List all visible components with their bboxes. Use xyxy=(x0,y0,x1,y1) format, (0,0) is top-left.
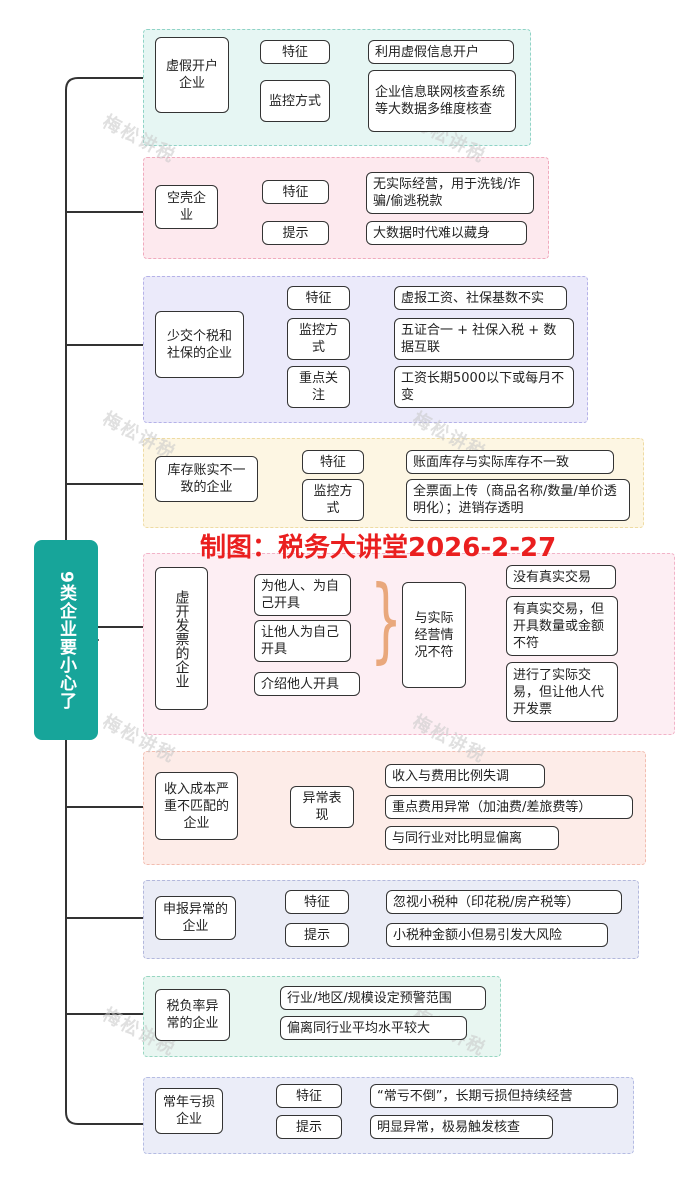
abnormal-item: 重点费用异常（加油费/差旅费等） xyxy=(385,795,633,819)
label-monitor: 监控方式 xyxy=(302,479,364,521)
branch-title-underpaid-tax: 少交个税和社保的企业 xyxy=(155,311,244,378)
label-feature: 特征 xyxy=(302,450,364,474)
value-feature: 忽视小税种（印花税/房产税等） xyxy=(386,890,622,914)
invoice-type: 让他人为自己开具 xyxy=(254,620,351,662)
label-hint: 提示 xyxy=(276,1115,342,1139)
label-feature: 特征 xyxy=(285,890,349,914)
tax-burden-item: 行业/地区/规模设定预警范围 xyxy=(280,986,486,1010)
branch-title-shell-company: 空壳企业 xyxy=(155,185,218,229)
value-focus: 工资长期5000以下或每月不变 xyxy=(394,366,574,408)
invoice-type: 为他人、为自己开具 xyxy=(254,574,351,616)
label-monitor: 监控方式 xyxy=(260,80,330,122)
label-feature: 特征 xyxy=(262,180,329,204)
label-hint: 提示 xyxy=(262,221,329,245)
value-hint: 明显异常，极易触发核查 xyxy=(370,1115,553,1139)
invoice-case: 进行了实际交易，但让他人代开发票 xyxy=(506,662,618,722)
value-hint: 大数据时代难以藏身 xyxy=(366,221,527,245)
branch-title-tax-burden-abnormal: 税负率异常的企业 xyxy=(155,989,230,1041)
label-feature: 特征 xyxy=(260,40,330,64)
invoice-type: 介绍他人开具 xyxy=(254,672,360,696)
tax-burden-item: 偏离同行业平均水平较大 xyxy=(280,1016,467,1040)
branch-title-false-invoice: 虚开发票的企业 xyxy=(155,567,208,710)
value-feature: 账面库存与实际库存不一致 xyxy=(406,450,614,474)
author-stamp: 制图：税务大讲堂2026-2-27 xyxy=(200,533,557,563)
branch-title-long-term-loss: 常年亏损企业 xyxy=(155,1088,223,1134)
abnormal-item: 与同行业对比明显偏离 xyxy=(385,826,559,850)
value-hint: 小税种金额小但易引发大风险 xyxy=(386,923,608,947)
branch-title-revenue-cost-mismatch: 收入成本严重不匹配的企业 xyxy=(155,772,238,840)
label-feature: 特征 xyxy=(276,1084,342,1108)
mismatch-node: 与实际经营情况不符 xyxy=(402,582,466,688)
value-feature: 虚报工资、社保基数不实 xyxy=(394,286,567,310)
value-monitor: 企业信息联网核查系统等大数据多维度核查 xyxy=(368,70,516,132)
root-node: 9类企业要小心了 xyxy=(34,540,98,740)
invoice-case: 有真实交易，但开具数量或金额不符 xyxy=(506,596,618,656)
label-focus: 重点关注 xyxy=(287,366,350,408)
value-feature: 无实际经营，用于洗钱/诈骗/偷逃税款 xyxy=(366,172,534,214)
label-hint: 提示 xyxy=(285,923,349,947)
label-monitor: 监控方式 xyxy=(287,318,350,360)
grouping-brace: } xyxy=(370,566,403,673)
value-feature: “常亏不倒”，长期亏损但持续经营 xyxy=(370,1084,618,1108)
label-abnormal: 异常表现 xyxy=(290,786,354,828)
value-feature: 利用虚假信息开户 xyxy=(368,40,514,64)
branch-title-abnormal-filing: 申报异常的企业 xyxy=(155,896,236,940)
invoice-case: 没有真实交易 xyxy=(506,565,616,589)
value-monitor: 五证合一 + 社保入税 + 数据互联 xyxy=(394,318,574,360)
value-monitor: 全票面上传（商品名称/数量/单价透明化）；进销存透明 xyxy=(406,479,630,521)
branch-title-fake-account: 虚假开户企业 xyxy=(155,37,229,113)
label-feature: 特征 xyxy=(287,286,350,310)
abnormal-item: 收入与费用比例失调 xyxy=(385,764,545,788)
branch-title-inventory-mismatch: 库存账实不一致的企业 xyxy=(155,456,258,502)
